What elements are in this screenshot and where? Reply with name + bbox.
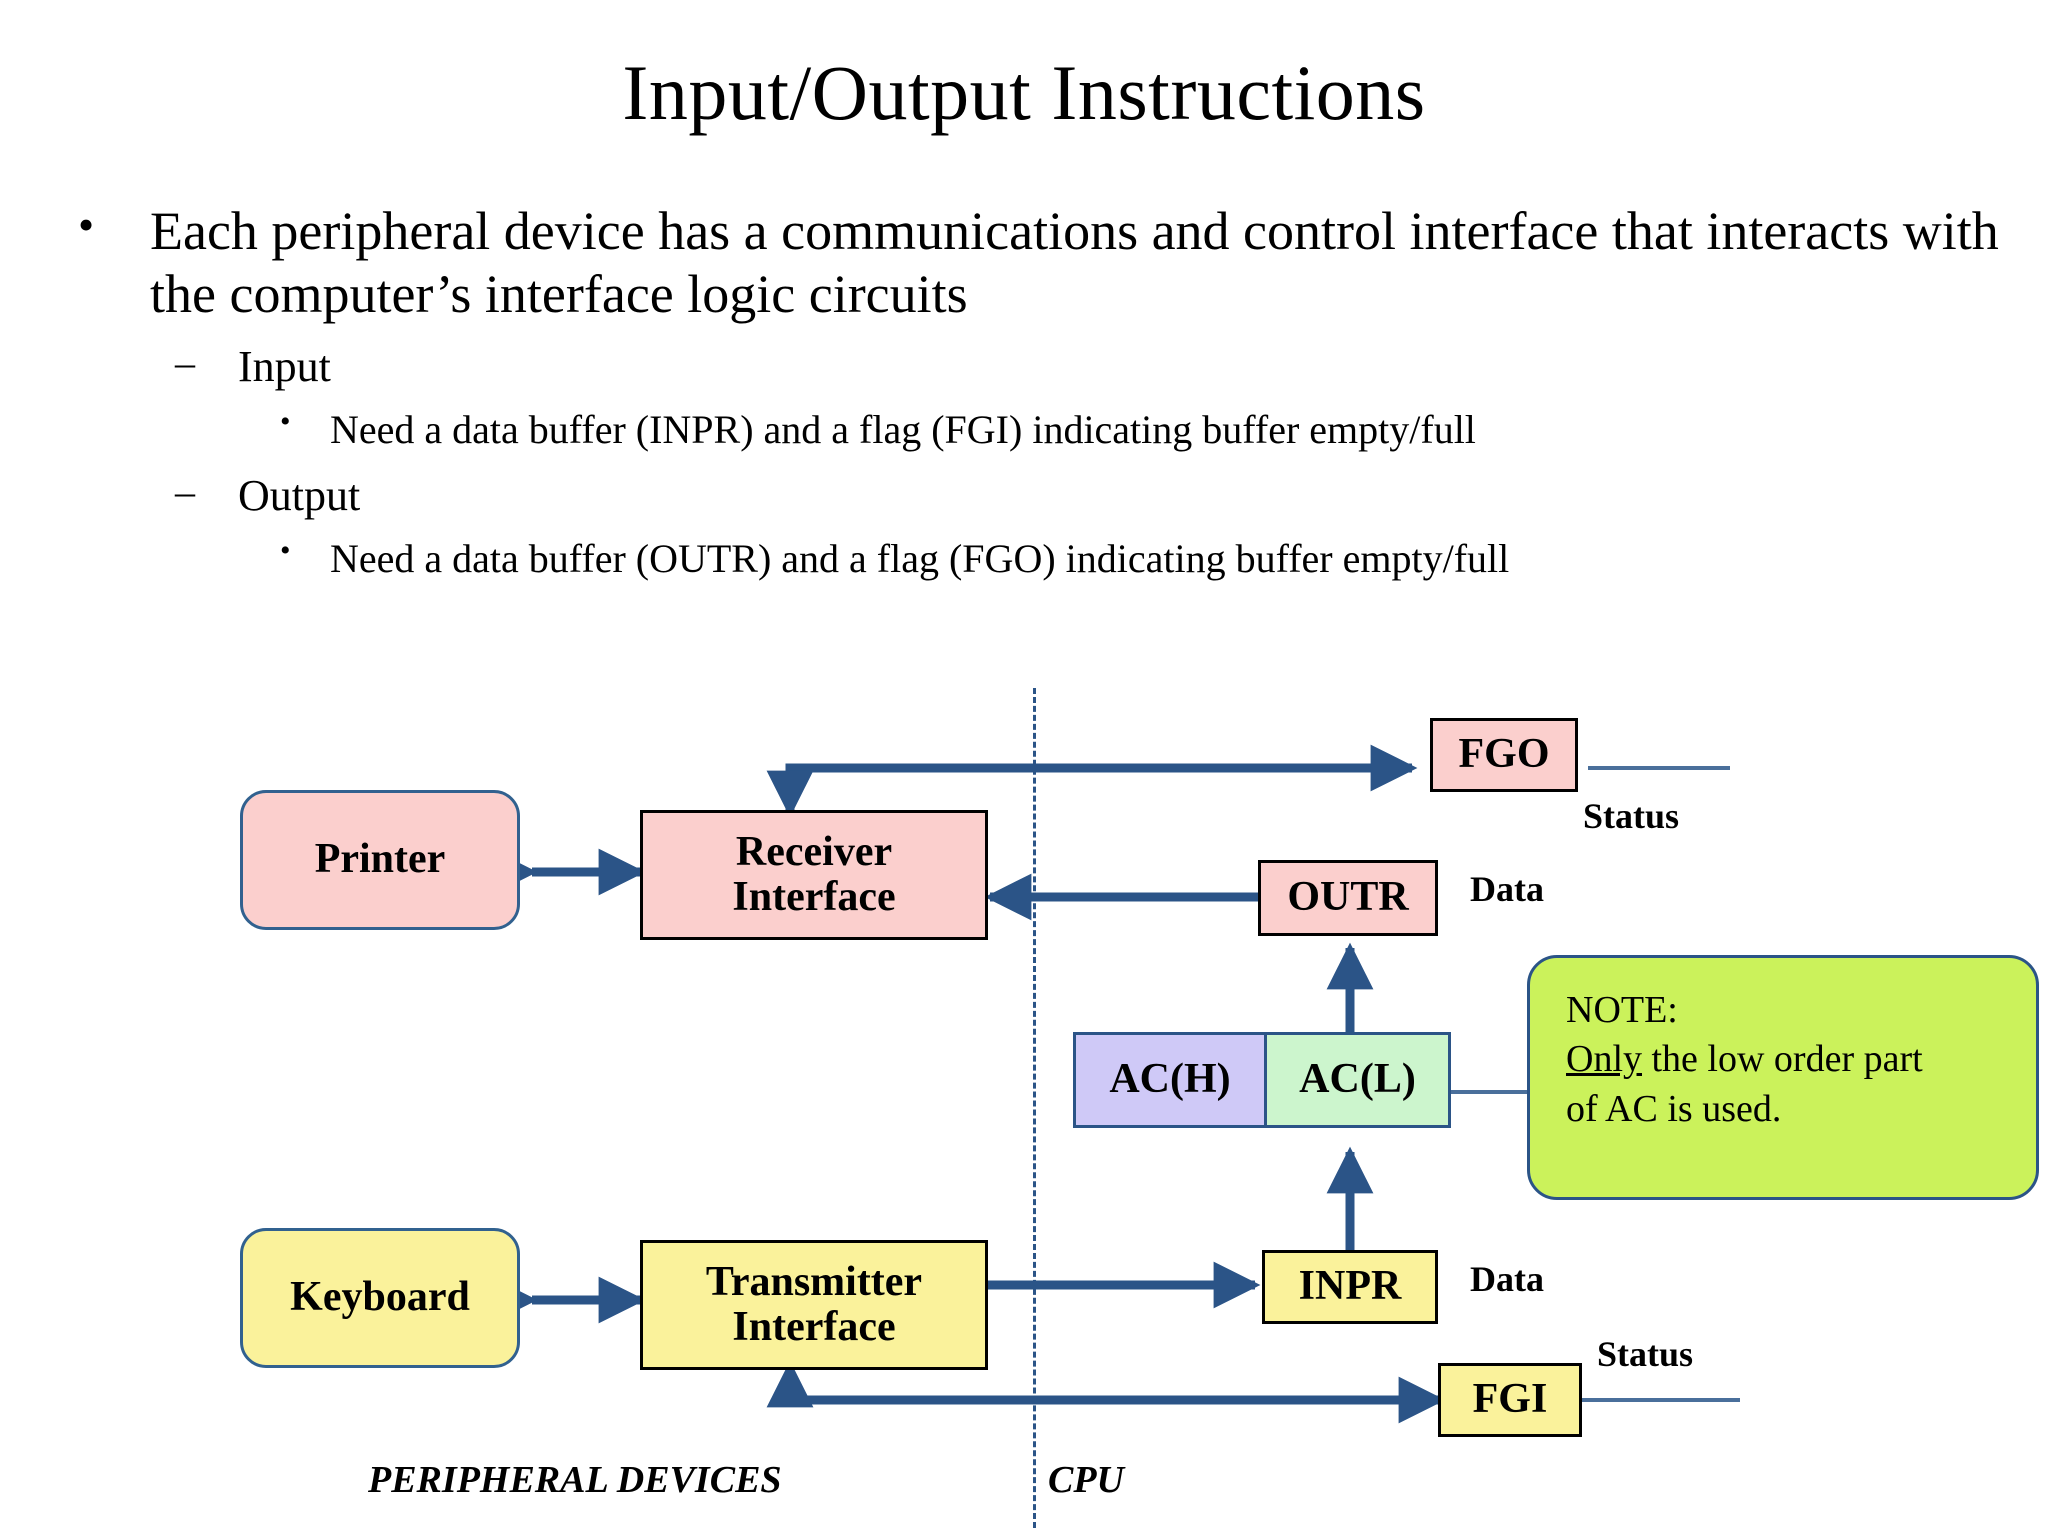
label-data-top: Data [1470, 869, 1544, 909]
label-cpu: CPU [1048, 1459, 1124, 1501]
note-line-3: of AC is used. [1566, 1087, 1782, 1130]
bullet-marker-icon: • [280, 533, 291, 567]
node-outr[interactable]: OUTR [1258, 860, 1438, 936]
label-peripheral-devices: PERIPHERAL DEVICES [368, 1459, 782, 1501]
bullet-main-text: Each peripheral device has a communicati… [150, 201, 1999, 324]
node-fgo-label: FGO [1458, 731, 1550, 778]
node-keyboard-label: Keyboard [290, 1274, 470, 1321]
node-transmitter-interface[interactable]: Transmitter Interface [640, 1240, 988, 1370]
cpu-boundary-divider [1033, 688, 1036, 1528]
node-outr-label: OUTR [1287, 874, 1409, 921]
bullet-input-detail-text: Need a data buffer (INPR) and a flag (FG… [330, 407, 1476, 453]
node-receiver-interface-line1: Receiver [735, 828, 893, 875]
node-ac-low-label: AC(L) [1299, 1056, 1416, 1103]
node-receiver-interface[interactable]: Receiver Interface [640, 810, 988, 940]
page-title: Input/Output Instructions [622, 49, 1426, 136]
bullet-main: • Each peripheral device has a communica… [0, 199, 2048, 325]
note-callout: NOTE: Only the low order part of AC is u… [1527, 955, 2039, 1200]
note-emphasis: Only [1566, 1038, 1642, 1081]
node-fgi[interactable]: FGI [1438, 1363, 1582, 1437]
node-inpr[interactable]: INPR [1262, 1250, 1438, 1324]
bullet-input-label: Input [238, 342, 331, 392]
node-transmitter-interface-line1: Transmitter [705, 1258, 923, 1305]
node-inpr-label: INPR [1298, 1263, 1402, 1310]
node-ac-high-label: AC(H) [1109, 1056, 1231, 1103]
bullet-list: • Each peripheral device has a communica… [0, 199, 2048, 583]
node-fgo[interactable]: FGO [1430, 718, 1578, 792]
note-line-2: Only the low order part [1566, 1035, 2006, 1084]
note-heading: NOTE: [1566, 989, 1678, 1031]
node-ac-high[interactable]: AC(H) [1073, 1032, 1264, 1128]
node-printer[interactable]: Printer [240, 790, 520, 930]
bullet-input-detail: • Need a data buffer (INPR) and a flag (… [0, 405, 2048, 454]
bullet-output-detail-text: Need a data buffer (OUTR) and a flag (FG… [330, 535, 1510, 581]
wire-fgi-to-transmitter [785, 1372, 1446, 1424]
node-ac-low[interactable]: AC(L) [1264, 1032, 1451, 1128]
dash-marker-icon: – [175, 469, 195, 515]
node-keyboard[interactable]: Keyboard [240, 1228, 520, 1368]
wire-receiver-to-fgo [785, 744, 1418, 810]
bullet-marker-icon: • [78, 199, 95, 250]
bullet-output-detail: • Need a data buffer (OUTR) and a flag (… [0, 533, 2048, 583]
label-status-top: Status [1583, 796, 1680, 836]
label-data-bottom: Data [1470, 1259, 1544, 1299]
dash-marker-icon: – [175, 340, 195, 386]
node-transmitter-interface-line2: Interface [732, 1304, 896, 1350]
bullet-output-label: Output [238, 471, 361, 521]
node-printer-label: Printer [314, 836, 446, 883]
node-receiver-interface-line2: Interface [732, 874, 896, 920]
label-status-bottom: Status [1597, 1334, 1694, 1374]
note-line-2-rest: the low order part [1642, 1038, 1923, 1081]
bullet-marker-icon: • [280, 405, 291, 439]
bullet-input: – Input [0, 340, 2048, 394]
bullet-output: – Output [0, 469, 2048, 523]
node-fgi-label: FGI [1472, 1376, 1548, 1423]
